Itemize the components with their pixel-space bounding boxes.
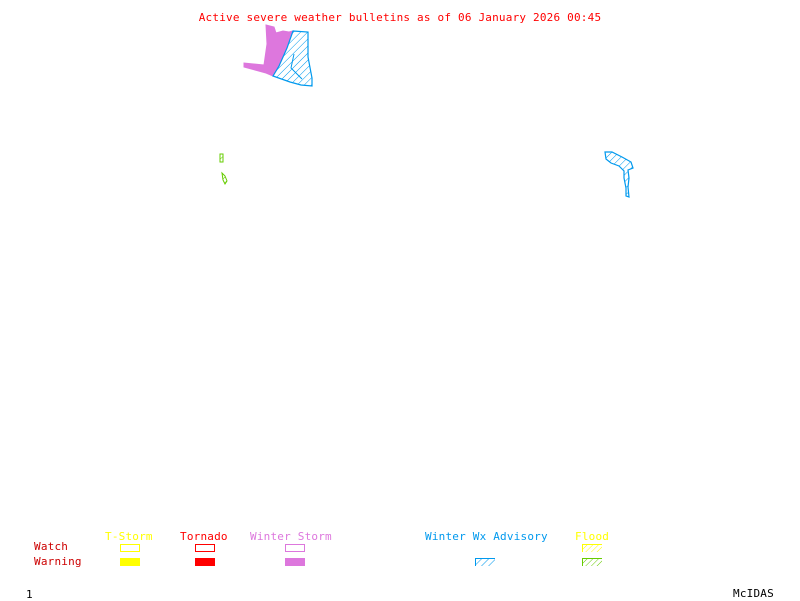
flood-warning-area-2	[221, 171, 228, 185]
legend-row-watch-label: Watch	[34, 540, 69, 553]
legend-tstorm-warning-swatch	[120, 558, 140, 566]
legend-winter-wx-advisory-swatch	[475, 558, 495, 566]
legend-winter-storm-warning-swatch	[285, 558, 305, 566]
legend-tornado-warning-swatch	[195, 558, 215, 566]
winter-wx-advisory-area-north	[272, 30, 313, 87]
legend-flood-label: Flood	[575, 530, 610, 543]
advisory-boundary-line	[290, 53, 303, 80]
winter-wx-advisory-area-east	[604, 151, 634, 198]
flood-warning-area-1	[219, 153, 224, 163]
legend-tornado-watch-swatch	[195, 544, 215, 552]
legend-flood-warning-swatch	[582, 558, 602, 566]
legend-row-warning-label: Warning	[34, 555, 82, 568]
legend-tornado-label: Tornado	[180, 530, 228, 543]
legend-winter-storm-label: Winter Storm	[250, 530, 332, 543]
legend-tstorm-watch-swatch	[120, 544, 140, 552]
legend-winter-storm-watch-swatch	[285, 544, 305, 552]
legend-winter-wx-advisory-label: Winter Wx Advisory	[425, 530, 548, 543]
legend-tstorm-label: T-Storm	[105, 530, 153, 543]
software-label: McIDAS	[733, 587, 774, 600]
legend-flood-watch-swatch	[582, 544, 602, 552]
frame-number: 1	[26, 588, 33, 601]
bulletin-title: Active severe weather bulletins as of 06…	[198, 11, 602, 24]
